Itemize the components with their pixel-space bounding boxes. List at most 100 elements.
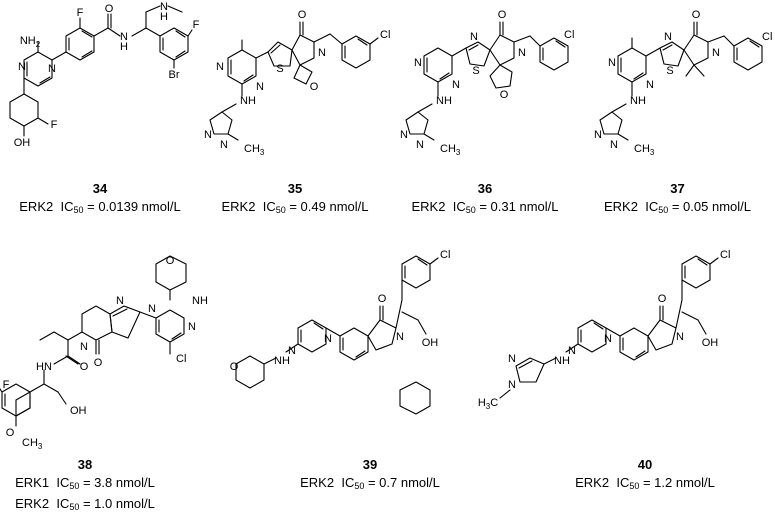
svg-text:O: O (105, 3, 114, 15)
svg-text:Cl: Cl (762, 31, 772, 43)
structure-34: NH2 F N N N H O N H F Br F OH (0, 0, 200, 178)
compound-number: 35 (287, 181, 303, 196)
svg-text:O: O (230, 361, 239, 373)
svg-text:N: N (518, 47, 526, 59)
svg-text:H: H (120, 41, 128, 53)
svg-text:CH3: CH3 (440, 143, 461, 157)
svg-text:N: N (676, 331, 684, 343)
svg-text:OH: OH (702, 337, 719, 349)
caption-36: 36 ERK2 IC50 = 0.31 nmol/L (390, 180, 580, 219)
svg-text:N: N (452, 79, 460, 91)
compound-number: 38 (77, 457, 93, 472)
svg-text:N: N (324, 333, 332, 345)
svg-text:Cl: Cl (720, 250, 730, 261)
structure-37: O N N Cl S N N NH N N CH3 (580, 0, 775, 178)
svg-text:N: N (594, 129, 602, 141)
svg-text:N: N (216, 61, 224, 73)
structure-36: O N N Cl S N N NH N N CH3 O (390, 0, 580, 178)
svg-text:N: N (416, 139, 424, 151)
svg-text:NH: NH (436, 95, 452, 107)
svg-text:OH: OH (70, 405, 87, 417)
svg-text:O: O (298, 9, 307, 21)
svg-text:F: F (193, 19, 200, 31)
svg-text:N: N (414, 57, 422, 69)
svg-text:NH: NH (240, 95, 256, 107)
activity-line: ERK2 IC50 = 0.31 nmol/L (411, 199, 559, 215)
svg-text:N: N (318, 47, 326, 59)
activity-line: ERK1 IC50 = 3.8 nmol/L (15, 475, 155, 491)
svg-text:H: H (160, 11, 168, 23)
svg-text:H3C: H3C (478, 397, 498, 411)
activity-line: ERK2 IC50 = 0.49 nmol/L (221, 199, 369, 215)
svg-text:CH3: CH3 (634, 143, 655, 157)
svg-text:S: S (666, 65, 673, 77)
svg-text:O: O (6, 427, 15, 439)
caption-39: 39 ERK2 IC50 = 0.7 nmol/L (270, 456, 470, 495)
svg-text:Cl: Cl (440, 250, 450, 261)
svg-text:N: N (508, 353, 516, 365)
svg-text:N: N (508, 379, 516, 391)
svg-text:N: N (400, 129, 408, 141)
svg-text:N: N (120, 31, 128, 43)
svg-text:N: N (396, 331, 404, 343)
svg-text:F: F (51, 119, 58, 131)
svg-text:N: N (288, 345, 296, 357)
svg-text:OH: OH (422, 337, 439, 349)
compound-number: 34 (92, 181, 108, 196)
compound-number: 40 (637, 457, 653, 472)
svg-text:N: N (604, 333, 612, 345)
svg-text:N: N (608, 57, 616, 69)
caption-40: 40 ERK2 IC50 = 1.2 nmol/L (545, 456, 745, 495)
svg-text:N: N (712, 47, 720, 59)
activity-line: ERK2 IC50 = 0.0139 nmol/L (19, 199, 181, 215)
svg-text:O: O (658, 293, 667, 305)
svg-text:O: O (94, 357, 103, 369)
svg-text:NH2: NH2 (20, 35, 41, 49)
svg-text:Cl: Cl (564, 29, 574, 41)
svg-text:F: F (3, 379, 10, 391)
structure-35: O N Cl S N N NH N N CH3 O (200, 0, 390, 178)
svg-text:N: N (188, 321, 196, 333)
svg-text:O: O (500, 89, 509, 101)
svg-text:Br: Br (169, 69, 180, 81)
svg-text:CH3: CH3 (244, 143, 265, 157)
svg-text:N: N (220, 139, 228, 151)
svg-text:N: N (18, 61, 26, 73)
compound-number: 37 (670, 181, 685, 196)
structure-38: O NH N N Cl N N O O HN F OH O CH3 (0, 250, 230, 458)
svg-text:NH: NH (554, 355, 570, 367)
activity-line: ERK2 IC50 = 0.7 nmol/L (300, 475, 440, 491)
svg-text:N: N (256, 81, 264, 93)
svg-text:O: O (166, 255, 175, 267)
svg-text:CH3: CH3 (22, 437, 43, 451)
structure-39: Cl O N N N OH NH O (230, 250, 460, 458)
caption-35: 35 ERK2 IC50 = 0.49 nmol/L (200, 180, 390, 219)
svg-text:HN: HN (36, 361, 52, 373)
svg-text:NH: NH (274, 355, 290, 367)
caption-34: 34 ERK2 IC50 = 0.0139 nmol/L (0, 180, 200, 219)
svg-text:O: O (498, 9, 507, 21)
activity-line: ERK2 IC50 = 0.05 nmol/L (604, 199, 751, 215)
svg-text:Cl: Cl (380, 29, 390, 41)
svg-text:N: N (48, 63, 56, 75)
svg-text:S: S (472, 65, 479, 77)
svg-text:N: N (116, 295, 124, 307)
activity-line: ERK2 IC50 = 1.2 nmol/L (575, 475, 715, 491)
svg-text:N: N (148, 303, 156, 315)
svg-text:S: S (276, 63, 283, 75)
structure-40: Cl O N N N OH N N NH H3C (460, 250, 775, 458)
svg-text:N: N (204, 129, 212, 141)
svg-text:N: N (470, 31, 478, 43)
activity-line: ERK2 IC50 = 1.0 nmol/L (15, 496, 155, 512)
svg-text:F: F (77, 7, 84, 19)
svg-text:NH: NH (192, 295, 208, 307)
svg-text:N: N (664, 31, 672, 43)
svg-text:N: N (646, 79, 654, 91)
caption-37: 37 ERK2 IC50 = 0.05 nmol/L (580, 180, 775, 219)
svg-text:O: O (80, 361, 89, 373)
compound-number: 36 (477, 181, 493, 196)
svg-text:O: O (310, 81, 319, 93)
svg-text:OH: OH (14, 137, 31, 149)
svg-text:N: N (80, 341, 88, 353)
svg-text:O: O (378, 293, 387, 305)
